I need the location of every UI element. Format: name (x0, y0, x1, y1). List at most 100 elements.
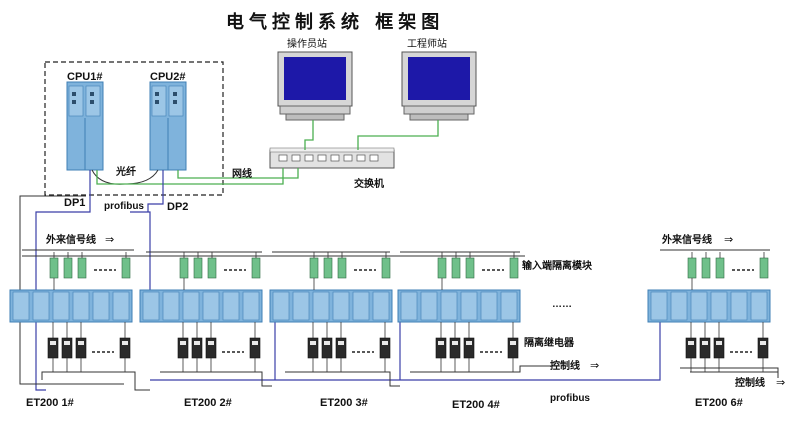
station-2-module-1 (142, 291, 160, 321)
station-label-1: ET200 1# (26, 397, 74, 409)
network-label: 网线 (232, 169, 252, 180)
station-2-module-3 (182, 291, 200, 321)
station-4-isolator-2 (451, 257, 461, 279)
control-line-mid-label: 控制线 (550, 361, 580, 372)
input-isolation-label: 输入端隔离模块 (522, 261, 592, 272)
station-3-relay-face-4 (382, 341, 388, 345)
station-3-module-1 (272, 291, 290, 321)
station-6-isolator-2 (701, 257, 711, 279)
ext-signal-right-label: 外来信号线 (662, 235, 712, 246)
station-6-module-2 (670, 291, 688, 321)
station-6-relay-face-4 (760, 341, 766, 345)
station-4-module-4 (460, 291, 478, 321)
station-4-module-2 (420, 291, 438, 321)
station-2-isolator-3 (207, 257, 217, 279)
station-1-relay-face-4 (122, 341, 128, 345)
station-3-module-4 (332, 291, 350, 321)
station-3-isolator-1 (309, 257, 319, 279)
cpu-frame (44, 61, 224, 196)
station-3-module-5 (352, 291, 370, 321)
station-3-rack (269, 289, 393, 323)
station-4-relay-face-3 (466, 341, 472, 345)
station-6-isolator-3 (715, 257, 725, 279)
station-4-module-3 (440, 291, 458, 321)
control-line-right-label: 控制线 (735, 378, 765, 389)
isolation-relay-label: 隔离继电器 (524, 338, 574, 349)
station-1-rack (9, 289, 133, 323)
station-6-module-3 (690, 291, 708, 321)
station-2-module-4 (202, 291, 220, 321)
network-switch (269, 147, 395, 169)
dp1-label: DP1 (64, 197, 86, 209)
station-6-module-5 (730, 291, 748, 321)
station-1-isolator-4 (121, 257, 131, 279)
station-6-module-1 (650, 291, 668, 321)
station-4-module-6 (500, 291, 518, 321)
station-6-module-4 (710, 291, 728, 321)
station-2-isolator-2 (193, 257, 203, 279)
station-2-relay-face-2 (194, 341, 200, 345)
station-6-relay-face-1 (688, 341, 694, 345)
station-1-isolator-3 (77, 257, 87, 279)
cpu1-label: CPU1# (67, 71, 103, 83)
station-2-relay-face-3 (208, 341, 214, 345)
station-3-module-3 (312, 291, 330, 321)
station-3-relay-face-1 (310, 341, 316, 345)
station-label-2: ET200 2# (184, 397, 232, 409)
cpu1-rack (66, 81, 104, 171)
station-6-isolator-1 (687, 257, 697, 279)
station-4-rack (397, 289, 521, 323)
station-3-module-6 (372, 291, 390, 321)
station-2-relay-face-4 (252, 341, 258, 345)
station-6-isolator-4 (759, 257, 769, 279)
station-4-module-5 (480, 291, 498, 321)
ext-signal-right-arrow: ⇒ (724, 233, 734, 246)
station-1-module-3 (52, 291, 70, 321)
station-2-isolator-1 (179, 257, 189, 279)
profibus-bottom-label: profibus (550, 393, 590, 404)
switch-label: 交换机 (354, 179, 384, 190)
station-4-isolator-3 (465, 257, 475, 279)
station-6-relay-face-2 (702, 341, 708, 345)
fiber-label: 光纤 (116, 167, 136, 178)
station-1-module-2 (32, 291, 50, 321)
station-3-isolator-4 (381, 257, 391, 279)
engineer-station-label: 工程师站 (407, 39, 447, 50)
station-1-relay-face-1 (50, 341, 56, 345)
profibus-lines (35, 170, 661, 391)
station-6-module-6 (750, 291, 768, 321)
station-4-isolator-1 (437, 257, 447, 279)
station-6-relay-face-3 (716, 341, 722, 345)
station-3-module-2 (292, 291, 310, 321)
control-right-arrow: ⇒ (776, 376, 786, 389)
station-4-relay-face-4 (510, 341, 516, 345)
cpu2-label: CPU2# (150, 71, 186, 83)
cpu2-rack (149, 81, 187, 171)
station-1-relay-face-2 (64, 341, 70, 345)
dp2-label: DP2 (167, 201, 189, 213)
control-lines (19, 195, 779, 391)
station-1-module-6 (112, 291, 130, 321)
engineer-monitor (401, 51, 477, 121)
station-3-isolator-3 (337, 257, 347, 279)
operator-monitor (277, 51, 353, 121)
station-4-relay-face-1 (438, 341, 444, 345)
station-label-3: ET200 3# (320, 397, 368, 409)
profibus-top-label: profibus (104, 201, 144, 212)
station-3-isolator-2 (323, 257, 333, 279)
station-4-relay-face-2 (452, 341, 458, 345)
station-2-module-5 (222, 291, 240, 321)
operator-station-label: 操作员站 (287, 39, 327, 50)
station-1-isolator-2 (63, 257, 73, 279)
station-2-rack (139, 289, 263, 323)
ext-signal-left-label: 外来信号线 (46, 235, 96, 246)
station-6-rack (647, 289, 771, 323)
station-3-relay-face-3 (338, 341, 344, 345)
station-1-isolator-1 (49, 257, 59, 279)
station-1-module-1 (12, 291, 30, 321)
station-4-module-1 (400, 291, 418, 321)
network-lines (96, 120, 439, 185)
station-4-isolator-4 (509, 257, 519, 279)
